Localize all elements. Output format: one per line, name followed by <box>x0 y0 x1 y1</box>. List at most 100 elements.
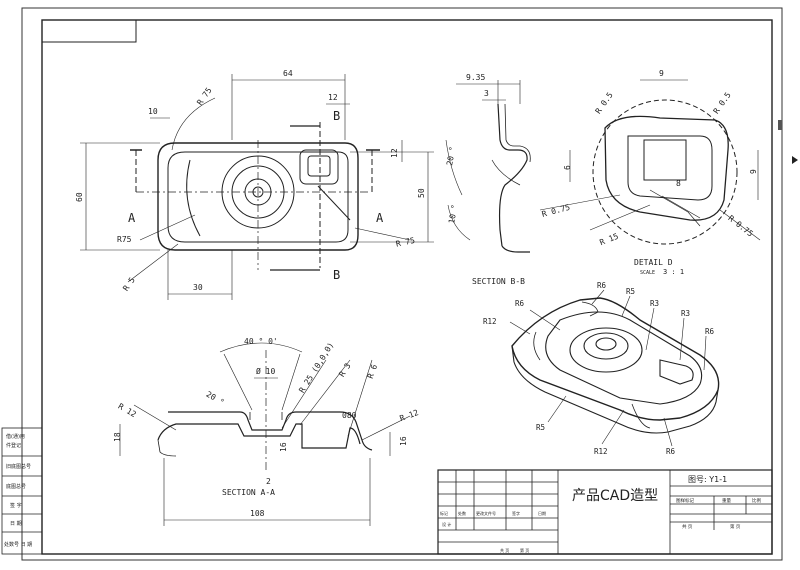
dim-080-label: 080 <box>342 411 357 420</box>
iso-label-r3-left: R3 <box>650 299 659 308</box>
dim-40deg-label: 40 ° 0' <box>244 337 278 346</box>
top-view-slot-inner <box>307 155 331 177</box>
dim-40deg-ext-right <box>281 353 301 411</box>
iso-label-r5-bottom: R5 <box>536 423 545 432</box>
scan-mark <box>778 120 782 130</box>
left-strip-label-4: 签 字 <box>10 502 22 509</box>
dim-r75-right-label: R 75 <box>395 236 416 249</box>
dim-10deg-arc <box>447 204 471 241</box>
detail-outer-slot <box>604 115 729 221</box>
dim-r3-label: R 3 <box>337 361 352 378</box>
leader-r75-top <box>171 97 216 151</box>
section-mark-b-bottom: B <box>333 268 340 282</box>
tb-row1-col-4: 日期 <box>538 510 546 516</box>
section-mark-a-right: A <box>376 211 384 225</box>
title-block-frame <box>437 469 773 555</box>
leader-r15 <box>589 204 651 231</box>
dim-r75-left-label: R75 <box>117 235 132 244</box>
left-strip-label-0: 借(通)用 <box>6 433 25 440</box>
leader-r5 <box>127 243 179 283</box>
iso-label-r12-top: R12 <box>483 317 497 326</box>
dim-9-top-label: 9 <box>659 69 664 78</box>
leader-r6 <box>347 359 373 437</box>
iso-label-r3-right: R3 <box>681 309 690 318</box>
drawing-number: 图号: Y1-1 <box>688 475 727 484</box>
section-mark-a-left: A <box>128 211 136 225</box>
tb-row1-col-0: 标记 <box>440 510 448 516</box>
detail-rib <box>649 189 701 227</box>
dim-r05-left-label: R 0.5 <box>594 91 615 116</box>
leader-r12-left <box>133 404 177 431</box>
dim-9-right-label: 9 <box>749 169 758 174</box>
iso-label-r6-right: R6 <box>705 327 715 336</box>
drawing-title: 产品CAD造型 <box>572 488 658 504</box>
dim-r075-right-label: R 0.75 <box>726 214 754 239</box>
detail-boundary <box>592 99 738 245</box>
iso-side-wall <box>511 345 719 434</box>
tb-right-header-2: 比例 <box>752 497 761 504</box>
left-strip-label-3: 底图总号 <box>6 483 26 490</box>
section-aa-profile-mid <box>157 423 361 449</box>
dim-6-label: 6 <box>563 165 572 170</box>
left-strip <box>1 427 43 555</box>
dim-12-top-label: 12 <box>328 93 338 102</box>
iso-dome-middle <box>583 332 629 360</box>
dim-r5-label: R 5 <box>121 276 137 293</box>
detail-d-view <box>539 79 761 245</box>
dim-935-label: 9.35 <box>466 73 485 82</box>
left-strip-label-6: 处数号 日 期 <box>4 541 32 548</box>
dim-60-label: 60 <box>75 192 84 202</box>
dim-r12-right-label: R 12 <box>399 408 420 423</box>
leader-r75-right <box>354 227 411 241</box>
dim-r05-right-label: R 0.5 <box>712 91 733 116</box>
tb-row3-col-0: 共 页 <box>500 547 509 553</box>
leader-iso-r12-top <box>509 321 531 335</box>
title-block-text: 产品CAD造型 图号: Y1-1 图样标记 重量 比例 共 页 第 页 标记 处… <box>440 475 761 553</box>
section-aa-boss <box>249 412 283 420</box>
leader-iso-r6-right <box>703 335 707 371</box>
inner-frame <box>41 19 773 555</box>
dim-16-left-label: 16 <box>279 442 288 452</box>
tb-row3-col-1: 第 页 <box>520 547 529 553</box>
dim-50-label: 50 <box>417 188 426 198</box>
left-strip-label-1: 件登记 <box>6 442 21 449</box>
detail-d-text: 9 R 0.5 R 0.5 6 9 8 R 0.75 R 15 R 0.75 D… <box>541 69 758 276</box>
leader-iso-r3-right <box>679 317 685 361</box>
iso-dome-outer <box>569 327 643 373</box>
leader-iso-r5-bottom <box>547 395 567 423</box>
leader-r25 <box>281 359 327 429</box>
leader-iso-r5-top <box>621 295 631 317</box>
section-aa-text: 40 ° 0' Ø 10 R 25 (0,0,0) R 3 R 6 R 12 2… <box>113 337 420 518</box>
dim-16-right-label: 16 <box>399 436 408 446</box>
section-bb-rib <box>491 159 521 186</box>
tb-right-footer-0: 共 页 <box>682 523 693 530</box>
leader-r75-left <box>139 214 196 241</box>
outer-frame <box>21 7 783 561</box>
left-strip-text: 借(通)用 件登记 旧底图总号 底图总号 签 字 日 期 处数号 日 期 <box>4 433 32 548</box>
dim-r15-label: R 15 <box>598 232 619 248</box>
section-bb-label: SECTION B-B <box>472 277 525 286</box>
leader-iso-r6-bottom <box>663 417 673 447</box>
leader-iso-r6-lug <box>591 289 605 305</box>
dim-phi10-label: Ø 10 <box>256 366 275 376</box>
tb-right-footer-1: 第 页 <box>730 523 741 530</box>
section-aa-label: SECTION A-A <box>222 488 275 497</box>
iso-view <box>509 289 720 447</box>
top-view-ridge <box>186 159 201 237</box>
leader-r075-left <box>539 194 621 211</box>
leader-r12-right <box>361 415 411 441</box>
dim-10-label: 10 <box>148 107 158 116</box>
dim-3-label: 3 <box>484 89 489 98</box>
iso-front-fillet <box>631 403 651 429</box>
top-view-inner-outline <box>167 151 349 243</box>
dim-12-right-label: 12 <box>390 148 399 158</box>
left-strip-label-2: 旧底图总号 <box>6 463 31 470</box>
top-view <box>80 74 434 300</box>
leader-iso-r6-top <box>529 309 561 331</box>
iso-label-r6-bottom: R6 <box>666 447 676 456</box>
dim-10deg-label: 10 ° <box>447 204 459 225</box>
dim-18-label: 18 <box>113 432 122 442</box>
section-aa-profile-top <box>168 411 373 451</box>
detail-inner-slot <box>627 135 713 201</box>
top-view-outline <box>157 142 359 251</box>
